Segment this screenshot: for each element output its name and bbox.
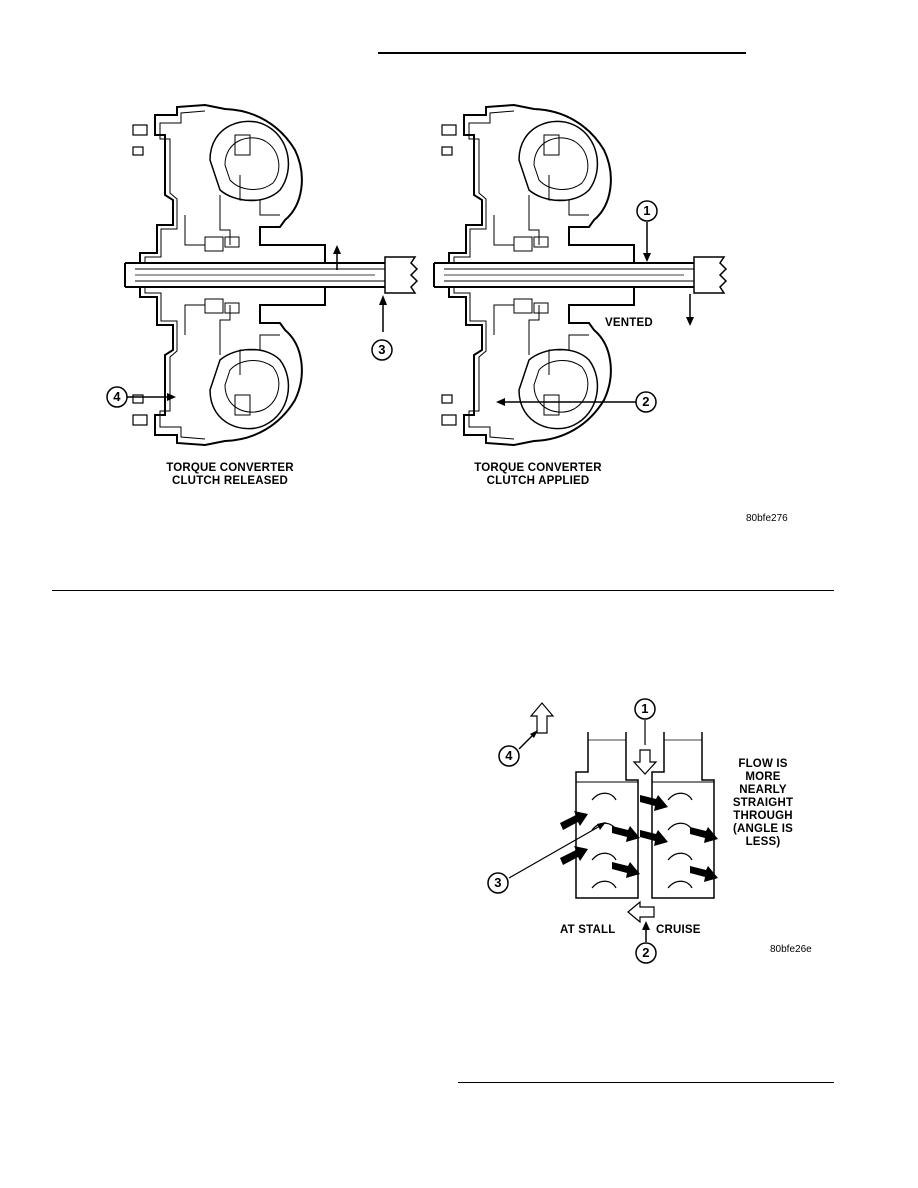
caption-released-line2: CLUTCH RELEASED [171,475,289,487]
flow-note: FLOW IS MORE NEARLY STRAIGHT THROUGH (AN… [718,758,808,849]
flow-note-line4: STRAIGHT [732,797,794,809]
vented-label: VENTED [605,317,653,329]
callout-1-fig1: 1 [643,203,651,218]
flow-note-line3: NEARLY [739,784,787,796]
caption-released: TORQUE CONVERTER CLUTCH RELEASED [150,462,310,488]
flow-note-line2: MORE [745,771,781,783]
callout-4-fig1: 4 [113,389,121,404]
callout-markers-fig1 [106,200,658,413]
figure2-code: 80bfe26e [770,944,812,955]
stator-flow-drawing [508,702,718,942]
callout-3-fig2: 3 [494,875,502,890]
footer-rule [458,1082,834,1083]
flow-note-line1: FLOW IS [738,758,788,770]
caption-applied-line1: TORQUE CONVERTER [474,462,602,474]
callout-4-fig2: 4 [505,748,513,763]
callout-1-fig2: 1 [641,701,649,716]
caption-applied: TORQUE CONVERTER CLUTCH APPLIED [458,462,618,488]
caption-released-line1: TORQUE CONVERTER [166,462,294,474]
section-divider [52,590,834,591]
cruise-label: CRUISE [656,924,701,936]
flow-note-line6: (ANGLE IS [733,823,793,835]
at-stall-label: AT STALL [560,924,616,936]
callout-2-fig1: 2 [642,394,650,409]
callout-3-fig1: 3 [378,342,386,357]
callout-markers-fig2 [487,698,657,964]
caption-applied-line2: CLUTCH APPLIED [486,475,590,487]
flow-note-line7: LESS) [745,836,781,848]
flow-note-line5: THROUGH [733,810,793,822]
figure1-code: 80bfe276 [746,513,788,524]
callout-2-fig2: 2 [642,945,650,960]
header-rule [378,52,746,54]
